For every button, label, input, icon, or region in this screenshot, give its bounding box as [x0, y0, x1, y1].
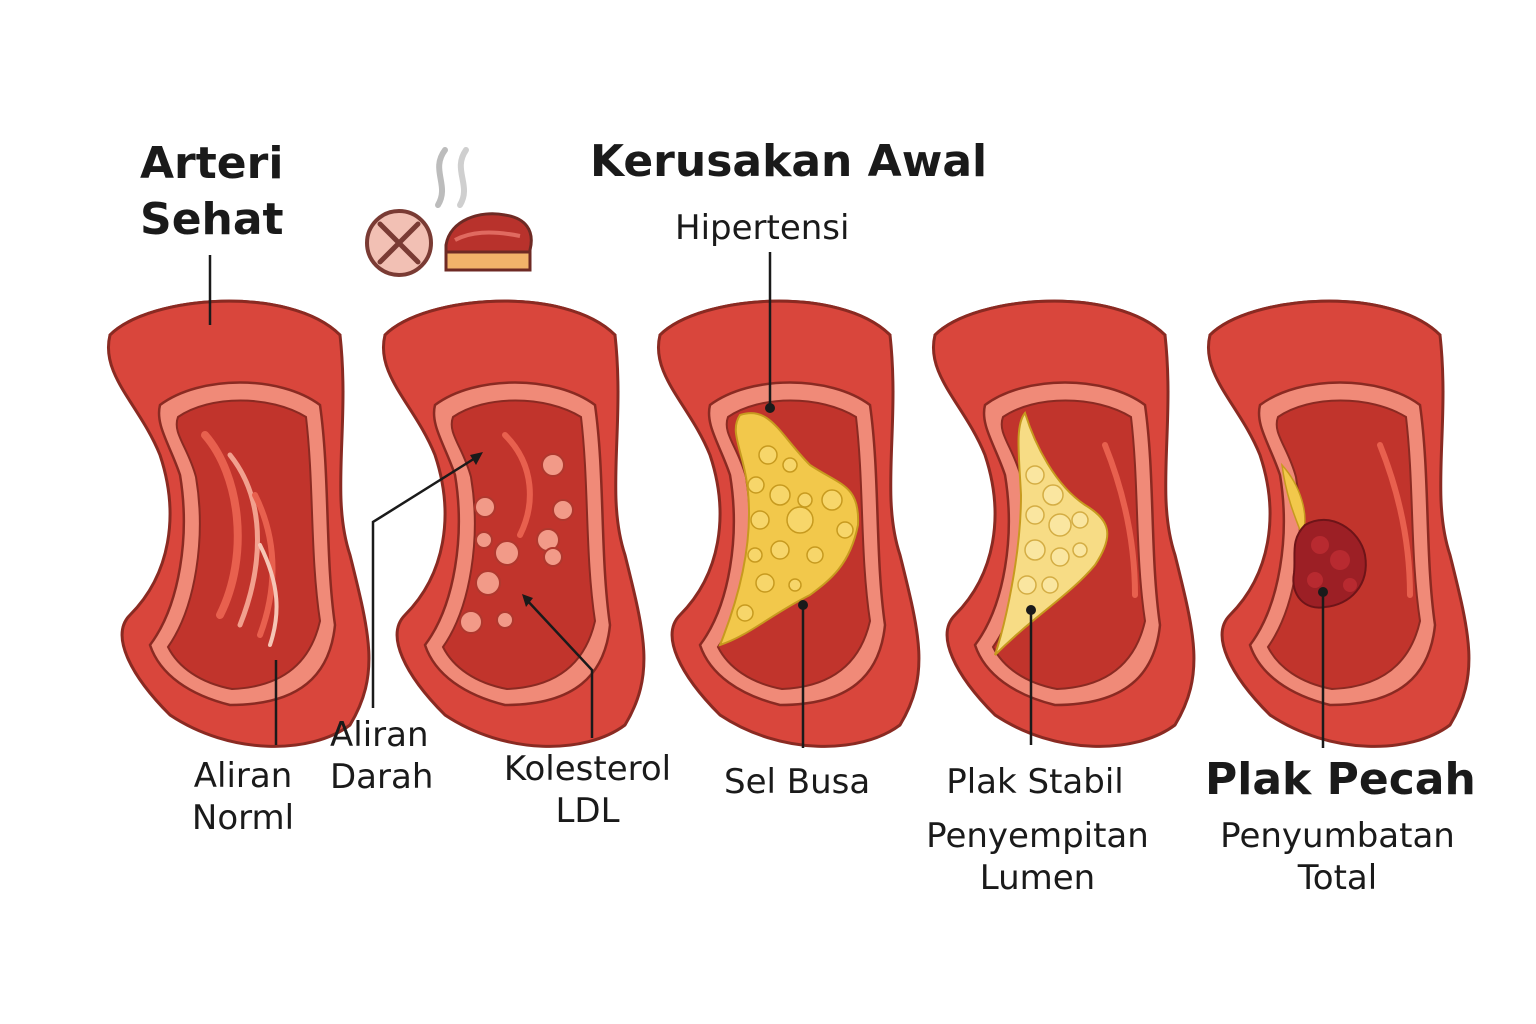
- label-stable-plaque: Plak Stabil: [946, 762, 1124, 802]
- label-ldl-cholesterol: Kolesterol LDL: [495, 748, 680, 832]
- label-line-2: Lumen: [979, 858, 1096, 898]
- artery-stable-plaque: [931, 299, 1196, 748]
- artery-foam-cells: [656, 299, 921, 748]
- smoke-icon: [435, 147, 469, 208]
- plaque: [718, 412, 860, 647]
- label-line-1: Kolesterol: [503, 749, 672, 789]
- label-ruptured-plaque: Plak Pecah: [1205, 754, 1476, 805]
- title-early-damage: Kerusakan Awal: [590, 136, 988, 187]
- label-line-2: Darah: [330, 757, 434, 797]
- label-line-1: Penyempitan: [926, 816, 1149, 856]
- title-healthy-artery: Arteri Sehat: [140, 136, 284, 248]
- leader-dots: [765, 403, 1328, 615]
- title-line-1: Arteri: [140, 138, 284, 189]
- label-line-2: LDL: [555, 791, 620, 831]
- label-line-1: Aliran: [330, 715, 429, 755]
- label-line-2: Norml: [191, 798, 295, 838]
- label-total-blockage: Penyumbatan Total: [1205, 815, 1470, 899]
- artery-ldl: [381, 299, 646, 748]
- title-line-2: Sehat: [140, 194, 284, 245]
- label-line-1: Aliran: [193, 756, 293, 796]
- label-hypertension: Hipertensi: [675, 208, 850, 248]
- label-normal-flow: Aliran Norml: [168, 755, 318, 839]
- artery-ruptured-plaque: [1206, 299, 1471, 748]
- label-line-2: Total: [1297, 858, 1378, 898]
- label-lumen-narrowing: Penyempitan Lumen: [910, 815, 1165, 899]
- label-line-1: Penyumbatan: [1220, 816, 1455, 856]
- fatty-food-cake-icon: [444, 212, 533, 272]
- plaque: [994, 410, 1109, 656]
- label-blood-flow: Aliran Darah: [330, 714, 433, 798]
- label-foam-cells: Sel Busa: [724, 762, 871, 802]
- leader-lines: [208, 252, 1325, 748]
- artery-healthy: [106, 299, 371, 748]
- no-smoking-icon: [365, 209, 433, 277]
- arrow-heads: [470, 452, 533, 607]
